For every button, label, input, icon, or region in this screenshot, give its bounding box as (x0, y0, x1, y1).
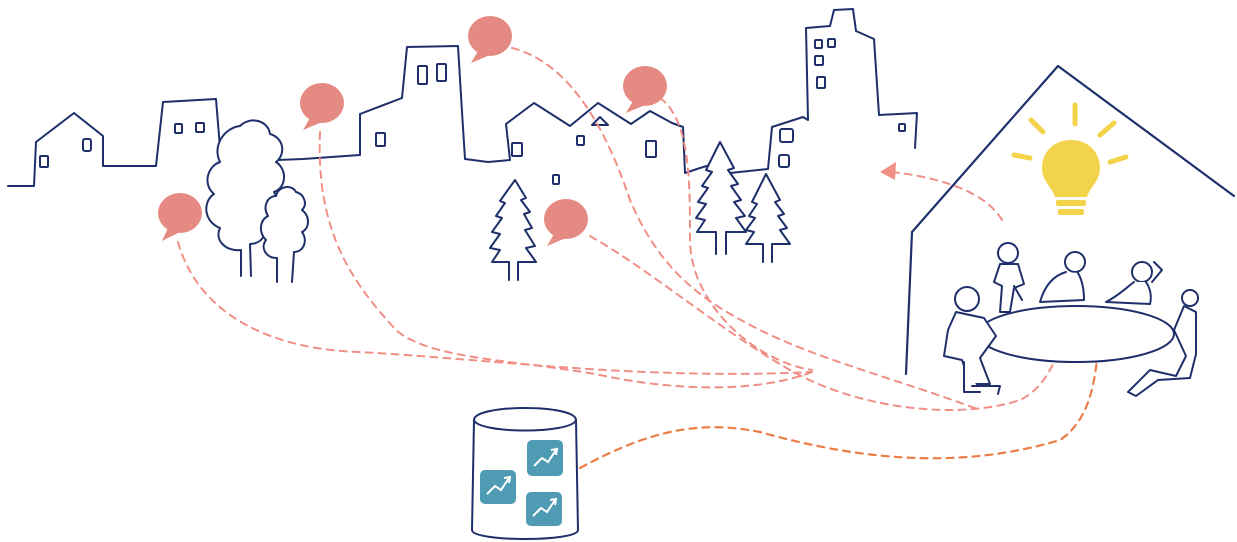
database-icon (472, 408, 578, 539)
window (779, 155, 789, 167)
tree-icon (261, 187, 308, 282)
window (376, 133, 385, 146)
meeting-table-icon (978, 306, 1174, 362)
trend-up-chart-icon (480, 470, 516, 504)
window (437, 64, 446, 81)
town-skyline (8, 9, 917, 186)
window (828, 39, 835, 47)
trend-up-chart-icon (527, 440, 563, 476)
window (175, 124, 182, 133)
speech-bubble-icon (623, 66, 667, 113)
person-icon (944, 287, 1000, 394)
window (815, 40, 822, 48)
speech-bubble-icon (300, 83, 344, 130)
trees (206, 120, 790, 282)
feedback-line (320, 132, 812, 387)
window (418, 66, 427, 84)
window (83, 139, 91, 151)
speech-bubble-icon (468, 16, 512, 63)
tree-icon (746, 174, 790, 262)
meeting-group (944, 243, 1198, 396)
arrow-head-icon (880, 162, 896, 180)
window (815, 56, 823, 65)
window (817, 77, 825, 88)
window (780, 129, 793, 142)
person-icon (1040, 252, 1085, 302)
window (553, 175, 559, 184)
window (196, 123, 204, 132)
lightbulb-icon (1014, 105, 1126, 215)
window (40, 156, 48, 167)
feedback-line (892, 172, 1002, 220)
trend-up-chart-icon (526, 492, 562, 526)
speech-bubble-icon (158, 193, 202, 241)
tree-icon (490, 180, 536, 280)
person-icon (994, 243, 1024, 312)
tree-icon (696, 142, 746, 254)
speech-bubble-icon (544, 199, 588, 246)
skyline-outline (8, 9, 917, 186)
person-icon (1106, 262, 1162, 304)
window (577, 136, 584, 145)
window (512, 143, 522, 156)
window (646, 141, 656, 157)
window (899, 124, 905, 131)
